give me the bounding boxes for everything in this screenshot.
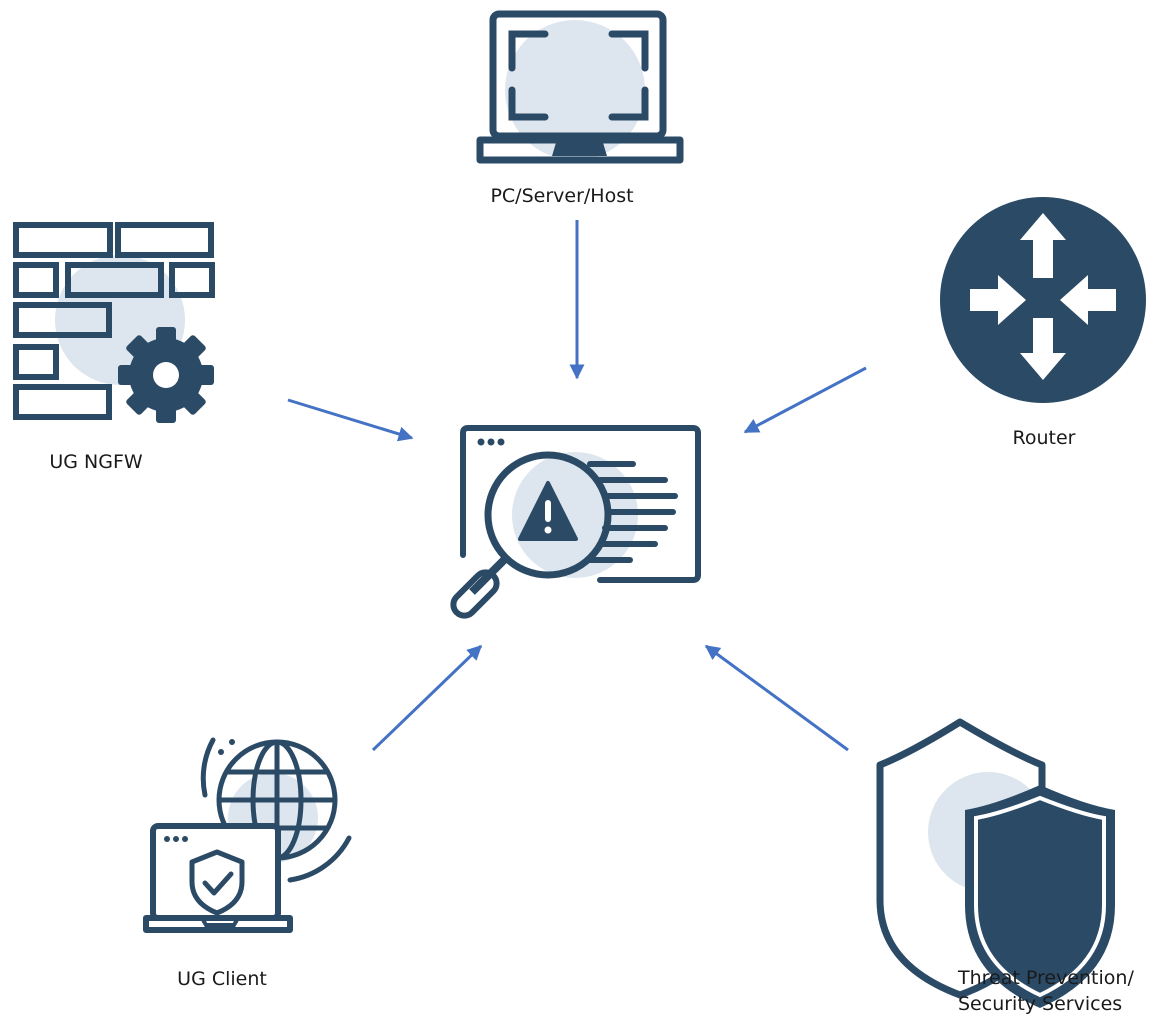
arrow-router-to-center [743,366,867,434]
client-label: UG Client [177,968,267,990]
pc-label: PC/Server/Host [490,185,634,207]
arrow-ngfw-to-center [287,398,414,442]
threat-label-line2: Security Services [958,993,1123,1015]
threat-scan-icon [450,425,701,619]
ngfw-label: UG NGFW [49,451,143,473]
arrow-threat-to-center [704,644,849,752]
threat-label-line1: Threat Prevention/ [958,967,1134,989]
laptop-globe-shield-icon [143,737,352,933]
arrows [287,220,867,752]
shield-icon [876,718,1115,1008]
router-label: Router [1012,427,1076,449]
arrow-client-to-center [371,644,483,752]
router-icon [940,197,1146,403]
laptop-icon [476,10,684,164]
firewall-gear-icon [13,222,215,423]
